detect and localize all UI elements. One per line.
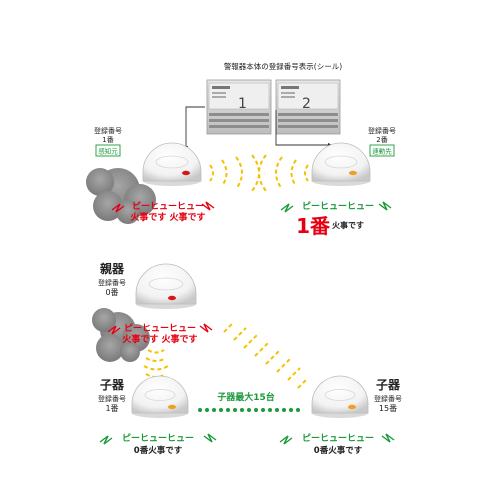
smoke-detector-2 — [311, 142, 371, 186]
left-role-badge-box — [95, 144, 121, 157]
smoke-detector-parent — [135, 263, 197, 309]
right-reg-number: 2番 — [376, 136, 387, 144]
child1-reg-label: 登録番号 — [98, 394, 126, 403]
child1-alarm-line1: ピーヒューヒュー — [122, 432, 194, 444]
callout-line-right — [275, 110, 333, 148]
alarm-text-left-line2: 火事です 火事です — [130, 211, 205, 223]
alarm-sparks-child15 — [279, 433, 395, 445]
alarm-sparks-parent — [107, 323, 213, 335]
alarm-text-right-big: 1番 — [296, 214, 331, 238]
sticker-number-1: 1 — [238, 96, 247, 112]
parent-role-label: 親器 — [100, 261, 125, 276]
right-role-badge-box — [369, 144, 395, 157]
child1-led-orange — [168, 404, 176, 410]
smoke-detector-child-15 — [311, 375, 369, 418]
sticker-panel-2: 2 — [275, 79, 341, 135]
child1-role-label: 子器 — [100, 378, 125, 392]
wireless-waves-top — [209, 154, 309, 192]
child1-alarm-line2: 0番火事です — [134, 445, 183, 456]
max-children-label: 子器最大15台 — [217, 391, 275, 403]
alarm-sparks-right-top — [280, 201, 392, 213]
alarm-sparks-child1 — [99, 433, 217, 445]
alarm-text-right-line1: ピーヒューヒュー — [302, 200, 374, 212]
callout-line-left — [183, 106, 205, 151]
child15-reg-label: 登録番号 — [374, 394, 402, 403]
parent-reg-label: 登録番号 — [98, 278, 126, 287]
child-chain-dots — [198, 408, 300, 412]
left-role-badge: 感知元 — [98, 147, 118, 156]
parent-reg-number: 0番 — [105, 287, 118, 297]
child15-alarm-line1: ピーヒューヒュー — [302, 432, 374, 444]
right-role-badge: 連動先 — [372, 147, 392, 156]
child15-role-label: 子器 — [376, 378, 401, 392]
alarm-text-right-suffix: 火事です — [332, 220, 364, 230]
alarm-led-orange — [349, 170, 357, 176]
sticker-caption: 警報器本体の登録番号表示(シール) — [224, 61, 342, 71]
left-reg-label: 登録番号 — [94, 126, 122, 135]
child15-led-orange — [348, 404, 356, 410]
right-reg-label: 登録番号 — [368, 126, 396, 135]
wireless-waves-parent-to-child15 — [223, 321, 309, 389]
alarm-text-left-line1: ピーヒューヒュー — [132, 200, 204, 212]
smoke-cloud-top — [86, 168, 156, 224]
smoke-detector-1 — [142, 142, 202, 186]
left-reg-number: 1番 — [102, 136, 113, 144]
wireless-waves-parent-to-child1 — [143, 349, 169, 378]
parent-alarm-line2: 火事です 火事です — [122, 333, 197, 345]
parent-alarm-line1: ピーヒューヒュー — [124, 322, 196, 334]
sticker-number-2: 2 — [302, 96, 311, 112]
child1-reg-number: 1番 — [105, 403, 118, 413]
smoke-detector-child-1 — [131, 375, 189, 418]
parent-led-red — [168, 295, 176, 301]
child15-alarm-line2: 0番火事です — [314, 445, 363, 456]
child15-reg-number: 15番 — [379, 403, 397, 413]
sticker-panel-1: 1 — [206, 79, 272, 135]
alarm-sparks-left-top — [111, 201, 215, 213]
alarm-led-red — [182, 170, 190, 176]
